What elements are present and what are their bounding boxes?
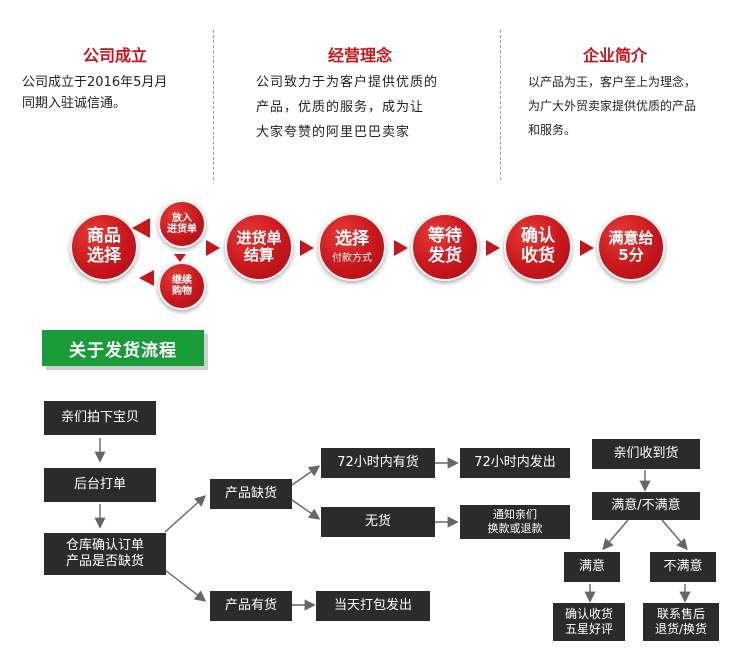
process-step-rate-5: 满意给 5分 — [597, 213, 665, 281]
arrow-to-step6 — [580, 240, 594, 256]
flow-box-out-of-stock: 产品缺货 — [210, 479, 292, 509]
divider-left — [213, 30, 214, 180]
process-step-payment: 选择 付款方式 — [318, 213, 386, 281]
arrow-to-step2 — [206, 240, 220, 256]
process-step-checkout: 进货单 结算 — [225, 213, 293, 281]
process-step-wait-shipping: 等待 发货 — [411, 213, 479, 281]
conn-b3-b5 — [164, 569, 207, 602]
flow-box-no-stock: 无货 — [321, 507, 435, 537]
process-arrow-group — [132, 218, 594, 286]
flow-box-in-stock: 产品有货 — [210, 591, 292, 621]
flow-box-warehouse-check: 仓库确认订单 产品是否缺货 — [44, 533, 166, 575]
conn-b12-b13 — [602, 519, 629, 551]
flow-box-print-order: 后台打单 — [44, 468, 156, 502]
company-founded-title: 公司成立 — [82, 46, 147, 65]
conn-b4-b6 — [291, 465, 321, 486]
arrow-add-down — [174, 254, 186, 262]
flow-box-buyer-orders: 亲们拍下宝贝 — [44, 401, 156, 435]
shipping-process-banner: 关于发货流程 — [42, 330, 204, 366]
company-profile-title: 企业简介 — [582, 46, 647, 65]
arrow-to-add — [132, 218, 150, 238]
flow-box-notify-exchange-refund: 通知亲们 换款或退款 — [460, 505, 570, 539]
arrow-to-step4 — [394, 240, 408, 256]
arrow-to-continue-back — [139, 270, 154, 286]
process-step-add-to-cart: 放入 进货单 — [158, 200, 206, 248]
conn-b12-b14 — [661, 519, 688, 551]
conn-b3-b4 — [164, 495, 207, 533]
flow-box-received: 亲们收到货 — [592, 439, 700, 469]
flow-box-contact-aftersales: 联系售后 退货/换货 — [643, 603, 719, 641]
flow-box-not-satisfied: 不满意 — [650, 552, 716, 582]
process-step-confirm-receipt: 确认 收货 — [504, 213, 572, 281]
flow-box-satisfied: 满意 — [564, 552, 620, 582]
company-founded-text: 公司成立于2016年5月月 同期入驻诚信通。 — [22, 75, 168, 111]
arrow-to-step3 — [300, 240, 314, 256]
flow-box-confirm-five-star: 确认收货 五星好评 — [553, 603, 625, 641]
process-step-continue-shopping: 继续 购物 — [158, 262, 206, 310]
arrow-to-step5 — [486, 240, 500, 256]
flow-box-satisfied-or-not: 满意/不满意 — [592, 492, 700, 520]
flow-box-stock-in-72h: 72小时内有货 — [321, 448, 435, 478]
process-step-select-product: 商品 选择 — [70, 213, 138, 281]
flow-box-ship-in-72h: 72小时内发出 — [460, 448, 570, 478]
business-philosophy-text: 公司致力于为客户提供优质的 产品，优质的服务，成为让 大家夸赞的阿里巴巴卖家 — [256, 75, 439, 140]
conn-b4-b7 — [291, 499, 321, 520]
company-profile-text: 以产品为王，客户至上为理念， 为广大外贸卖家提供优质的产品 和服务。 — [528, 75, 697, 137]
divider-right — [500, 30, 501, 180]
business-philosophy-title: 经营理念 — [327, 46, 392, 65]
flow-box-same-day-ship: 当天打包发出 — [316, 591, 430, 621]
